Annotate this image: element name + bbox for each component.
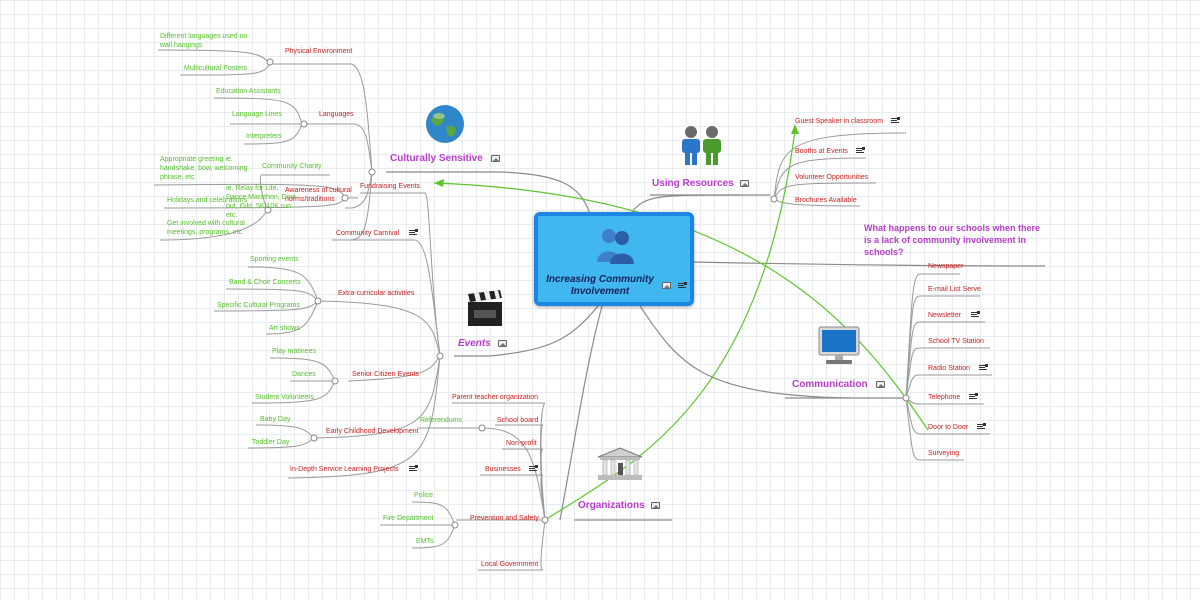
- question-callout[interactable]: What happens to our schools when there i…: [864, 223, 1041, 257]
- note-icon[interactable]: [678, 282, 687, 289]
- subtopic-senior-citizen[interactable]: Senior Citizen Events: [352, 371, 419, 378]
- globe-icon: [426, 105, 464, 143]
- subtopic-surveying[interactable]: Surveying: [928, 450, 960, 457]
- subtopic-languages[interactable]: Languages: [319, 111, 354, 118]
- central-title: Increasing Community Involvement: [546, 274, 654, 297]
- subtopic-businesses[interactable]: Businesses: [485, 466, 521, 473]
- subtopic-pto[interactable]: Parent teacher organization: [452, 394, 538, 401]
- subtopic-fundraising[interactable]: Fundraising Events: [360, 183, 420, 190]
- leaf-fire-department[interactable]: Fire Department: [383, 515, 434, 522]
- subtopic-guest-speaker[interactable]: Guest Speaker in classroom: [795, 118, 883, 125]
- subtopic-newsletter[interactable]: Newsletter: [928, 312, 962, 319]
- leaf-police[interactable]: Police: [414, 492, 434, 499]
- topic-events[interactable]: Events: [458, 338, 491, 349]
- clapperboard-icon: [468, 290, 502, 326]
- topic-using-resources[interactable]: Using Resources: [652, 178, 734, 189]
- leaf-appropriate-greeting[interactable]: Appropriate greeting ie. handshake, bow,…: [160, 156, 248, 181]
- building-icon: [597, 447, 643, 480]
- leaf-toddler-day[interactable]: Toddler Day: [252, 439, 290, 446]
- leaf-cultural-meetings[interactable]: Get involved with cultural meetings, pro…: [167, 220, 245, 236]
- subtopic-community-carnival[interactable]: Community Carnival: [336, 230, 400, 237]
- note-icon[interactable]: [977, 423, 986, 430]
- leaf-baby-day[interactable]: Baby Day: [260, 416, 291, 423]
- subtopic-email-list[interactable]: E-mail List Serve: [928, 286, 981, 293]
- subtopic-school-board[interactable]: School board: [497, 417, 539, 424]
- subtopic-prevention-safety[interactable]: Prevention and Safety: [470, 515, 539, 522]
- note-icon[interactable]: [971, 311, 980, 318]
- picture-icon[interactable]: [740, 180, 749, 187]
- leaf-fundraising-examples[interactable]: ie. Relay for Life, Dance Marathon, Dine…: [226, 185, 297, 219]
- subtopic-newspaper[interactable]: Newspaper: [928, 263, 964, 270]
- users-icon: [682, 126, 721, 165]
- subtopic-awareness[interactable]: Awareness of cultural norms/traditions: [285, 187, 352, 203]
- note-icon[interactable]: [409, 229, 418, 236]
- leaf-art-shows[interactable]: Art shows: [269, 325, 300, 332]
- people-icon: [597, 229, 634, 264]
- subtopic-local-government[interactable]: Local Government: [481, 561, 539, 568]
- leaf-interpreters[interactable]: Interpreters: [246, 133, 282, 140]
- topic-organizations[interactable]: Organizations: [578, 500, 645, 511]
- subtopic-physical-environment[interactable]: Physical Environment: [285, 48, 353, 55]
- leaf-cultural-programs[interactable]: Specific Cultural Programs: [217, 302, 300, 309]
- picture-icon[interactable]: [498, 340, 507, 347]
- leaf-holidays[interactable]: Holidays and celebrations: [167, 197, 248, 204]
- picture-icon[interactable]: [876, 381, 885, 388]
- note-icon[interactable]: [979, 364, 988, 371]
- leaf-band-choir[interactable]: Band & Choir Concerts: [229, 279, 301, 286]
- leaf-language-lines[interactable]: Language Lines: [232, 111, 282, 118]
- picture-icon[interactable]: [651, 502, 660, 509]
- subtopic-door-to-door[interactable]: Door to Door: [928, 424, 969, 431]
- subtopic-booths[interactable]: Booths at Events: [795, 148, 848, 155]
- picture-icon[interactable]: [491, 155, 500, 162]
- note-icon[interactable]: [891, 117, 900, 124]
- subtopic-brochures[interactable]: Brochures Available: [795, 197, 857, 204]
- leaf-multicultural-posters[interactable]: Multicultural Posters: [184, 65, 248, 72]
- topic-culturally-sensitive[interactable]: Culturally Sensitive: [390, 153, 483, 164]
- leaf-sporting-events[interactable]: Sporting events: [250, 256, 299, 263]
- leaf-dances[interactable]: Dances: [292, 371, 316, 378]
- note-icon[interactable]: [409, 465, 418, 472]
- note-icon[interactable]: [856, 147, 865, 154]
- leaf-referendums[interactable]: Referendums: [420, 417, 463, 424]
- leaf-education-assistants[interactable]: Education Assistants: [216, 88, 281, 95]
- leaf-student-volunteers[interactable]: Student Volunteers: [255, 394, 315, 401]
- subtopic-non-profit[interactable]: Non-profit: [506, 440, 537, 447]
- monitor-icon: [818, 326, 860, 364]
- subtopic-radio-station[interactable]: Radio Station: [928, 365, 971, 372]
- subtopic-school-tv[interactable]: School TV Station: [928, 338, 984, 345]
- subtopic-extra-curricular[interactable]: Extra-curricular activities: [338, 290, 415, 297]
- leaf-play-matinees[interactable]: Play matinees: [272, 348, 316, 355]
- picture-icon[interactable]: [662, 282, 671, 289]
- subtopic-volunteer-opportunities[interactable]: Volunteer Opportunities: [795, 174, 869, 181]
- subtopic-service-learning[interactable]: In-Depth Service Learning Projects: [290, 466, 399, 473]
- topic-communication[interactable]: Communication: [792, 379, 868, 390]
- subtopic-early-childhood[interactable]: Early Childhood Development: [326, 428, 419, 435]
- note-icon[interactable]: [969, 393, 978, 400]
- leaf-different-languages[interactable]: Different languages used on wall hanging…: [160, 33, 248, 49]
- central-topic[interactable]: Increasing Community Involvement: [534, 212, 694, 306]
- leaf-community-charity[interactable]: Community Charity: [262, 163, 322, 170]
- subtopic-telephone[interactable]: Telephone: [928, 394, 961, 401]
- note-icon[interactable]: [529, 465, 538, 472]
- leaf-emts[interactable]: EMTs: [416, 538, 434, 545]
